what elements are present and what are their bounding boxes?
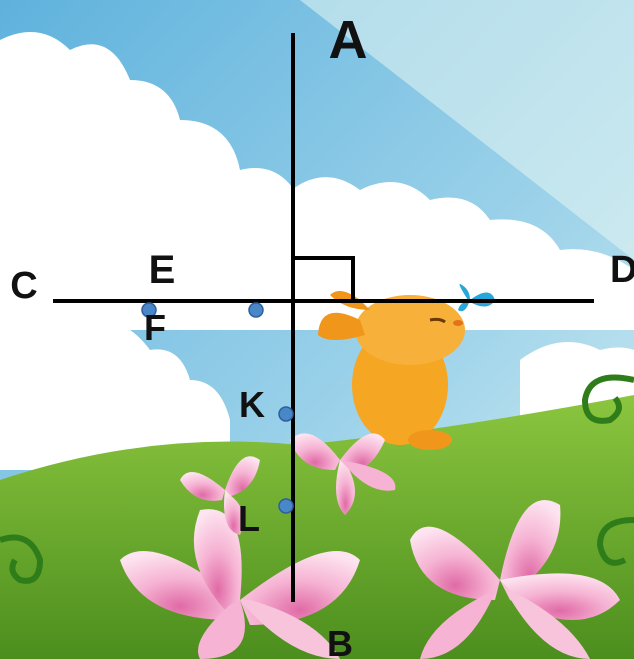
geometry-figure: A B C D E F K L	[10, 10, 634, 659]
label-C: C	[10, 265, 37, 307]
point-unlabeled	[248, 302, 264, 318]
lily-flower-large-left	[120, 509, 360, 659]
label-L: L	[238, 498, 260, 539]
label-K: K	[239, 384, 265, 425]
vine-swirl-left	[0, 534, 44, 584]
lily-flower-right	[410, 500, 620, 659]
lily-flower-top	[290, 433, 396, 515]
light-beam	[300, 0, 634, 260]
vine-swirl-right	[581, 374, 634, 566]
label-F: F	[144, 307, 166, 348]
label-B: B	[327, 623, 353, 659]
label-A: A	[329, 10, 368, 70]
label-E: E	[149, 248, 176, 292]
point-F	[141, 302, 157, 318]
label-D: D	[610, 249, 634, 291]
right-angle-marker	[293, 256, 355, 301]
point-L	[278, 498, 294, 514]
point-K	[278, 406, 294, 422]
rabbit-illustration	[318, 291, 465, 450]
lily-flower-small-left	[180, 456, 260, 535]
